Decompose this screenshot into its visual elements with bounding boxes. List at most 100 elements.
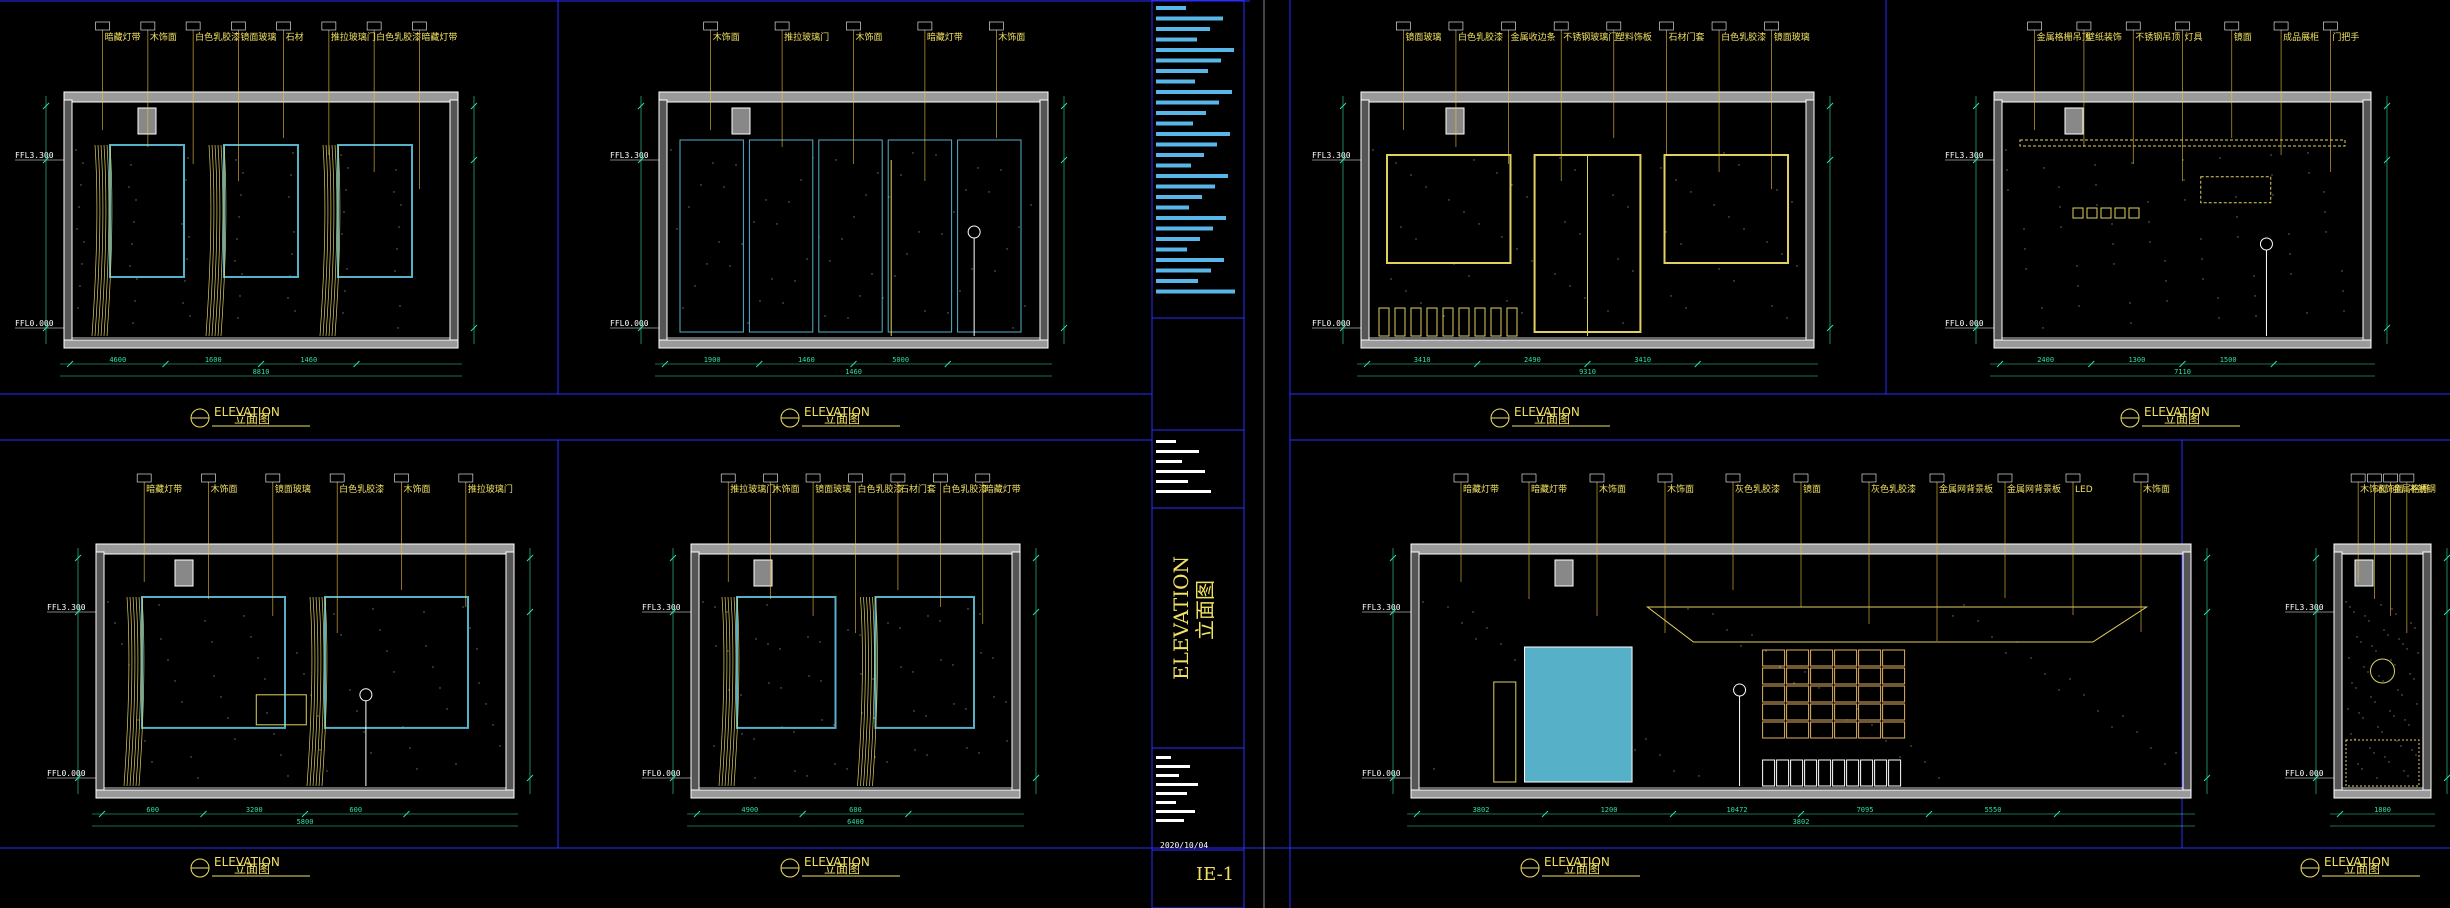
texture-dot [1415, 238, 1417, 240]
texture-dot [2007, 189, 2009, 191]
texture-dot [160, 638, 162, 640]
texture-dot [766, 604, 768, 606]
title-block-bar [1156, 16, 1223, 21]
view-subtitle: 立面图 [1534, 411, 1570, 426]
chair [1410, 307, 1422, 337]
callout-tag-box [1764, 21, 1779, 31]
texture-dot [78, 206, 80, 208]
dimension-tick [669, 608, 677, 616]
curtain-fold [135, 596, 142, 787]
texture-dot [2058, 186, 2060, 188]
dimension-tick [2270, 360, 2278, 368]
chair [1394, 307, 1406, 337]
texture-dot [2343, 310, 2345, 312]
texture-dot [1670, 295, 1672, 297]
callout-tag-box [1657, 473, 1673, 483]
material-callout-text: 壁纸装饰 [2086, 31, 2122, 43]
texture-dot [925, 715, 927, 717]
duct-box [137, 107, 157, 135]
texture-dot [2235, 196, 2237, 198]
texture-dot [2147, 201, 2149, 203]
material-callout-text: 不锈钢 [2409, 483, 2436, 495]
dimension-tick [1389, 608, 1397, 616]
texture-dot [1740, 645, 1742, 647]
texture-dot [393, 671, 395, 673]
figure-head [1733, 683, 1747, 697]
texture-dot [190, 756, 192, 758]
texture-dot [2371, 645, 2373, 647]
left-wall [95, 551, 105, 791]
dimension-tick [1541, 810, 1549, 818]
curtain-fold [100, 144, 107, 337]
texture-dot [2413, 678, 2415, 680]
texture-dot [676, 228, 678, 230]
texture-dot [1395, 162, 1397, 164]
texture-dot [2131, 162, 2133, 164]
right-wall [1039, 99, 1049, 341]
floor-slab [2333, 789, 2432, 799]
texture-dot [1660, 167, 1662, 169]
texture-dot [952, 664, 954, 666]
shelf-cell [1762, 703, 1786, 721]
callout-tag-box [763, 473, 778, 483]
dimension-tick [1826, 324, 1834, 332]
mirror-panel [874, 596, 975, 729]
material-callout-text: 白色乳胶漆 [1721, 31, 1766, 43]
ffl-ceiling-label: FFL3.300 [2285, 603, 2324, 612]
texture-dot [1574, 169, 1576, 171]
dimension-tick [1826, 102, 1834, 110]
texture-dot [1005, 701, 1007, 703]
texture-dot [476, 648, 478, 650]
texture-dot [894, 275, 896, 277]
texture-dot [1673, 770, 1675, 772]
shelf-cell [1858, 703, 1882, 721]
callout-tag-box [917, 21, 933, 31]
material-callout-text: 不锈钢吊顶 [2135, 31, 2180, 43]
title-block-bar [1156, 153, 1204, 157]
texture-dot [1687, 608, 1689, 610]
texture-dot [1473, 159, 1475, 161]
duct-box [174, 559, 194, 587]
right-wall [449, 99, 459, 341]
texture-dot [741, 733, 743, 735]
title-block-bar [1156, 58, 1221, 63]
texture-dot [492, 724, 494, 726]
callout-tag-box [703, 21, 719, 31]
texture-dot [1617, 258, 1619, 260]
texture-dot [416, 768, 418, 770]
chair [1442, 307, 1454, 337]
wall-outline [71, 101, 451, 339]
texture-dot [913, 710, 915, 712]
issue-date: 2020/10/04 [1160, 841, 1208, 850]
figure-head [2259, 237, 2273, 251]
texture-dot [2200, 238, 2202, 240]
texture-dot [2357, 763, 2359, 765]
mirror-panel [223, 144, 299, 278]
texture-dot [1486, 627, 1488, 629]
title-block-bar [1156, 121, 1193, 126]
dimension-tick [1972, 156, 1980, 164]
texture-dot [2397, 689, 2399, 691]
ceiling-feature [1645, 606, 2149, 643]
ffl-floor-label: FFL0.000 [1945, 319, 1984, 328]
decor-ornament [2370, 658, 2395, 684]
texture-dot [343, 211, 345, 213]
curtain-fold [721, 596, 728, 787]
texture-dot [1478, 223, 1480, 225]
dimension-tick [353, 360, 360, 368]
floor-slab [658, 339, 1049, 349]
texture-dot [2373, 752, 2375, 754]
curtain-fold [94, 144, 101, 337]
material-callout-text: 推拉玻璃门 [730, 483, 775, 495]
ceiling-slab [1360, 91, 1815, 103]
callout-tag-box [2273, 21, 2289, 31]
mirror-panel [141, 596, 286, 729]
material-callout-text: 暗藏灯带 [421, 31, 457, 43]
texture-dot [865, 194, 867, 196]
texture-dot [133, 221, 135, 223]
side-door [1493, 681, 1517, 783]
texture-dot [2416, 703, 2418, 705]
texture-dot [793, 731, 795, 733]
duct-box [2064, 107, 2084, 135]
